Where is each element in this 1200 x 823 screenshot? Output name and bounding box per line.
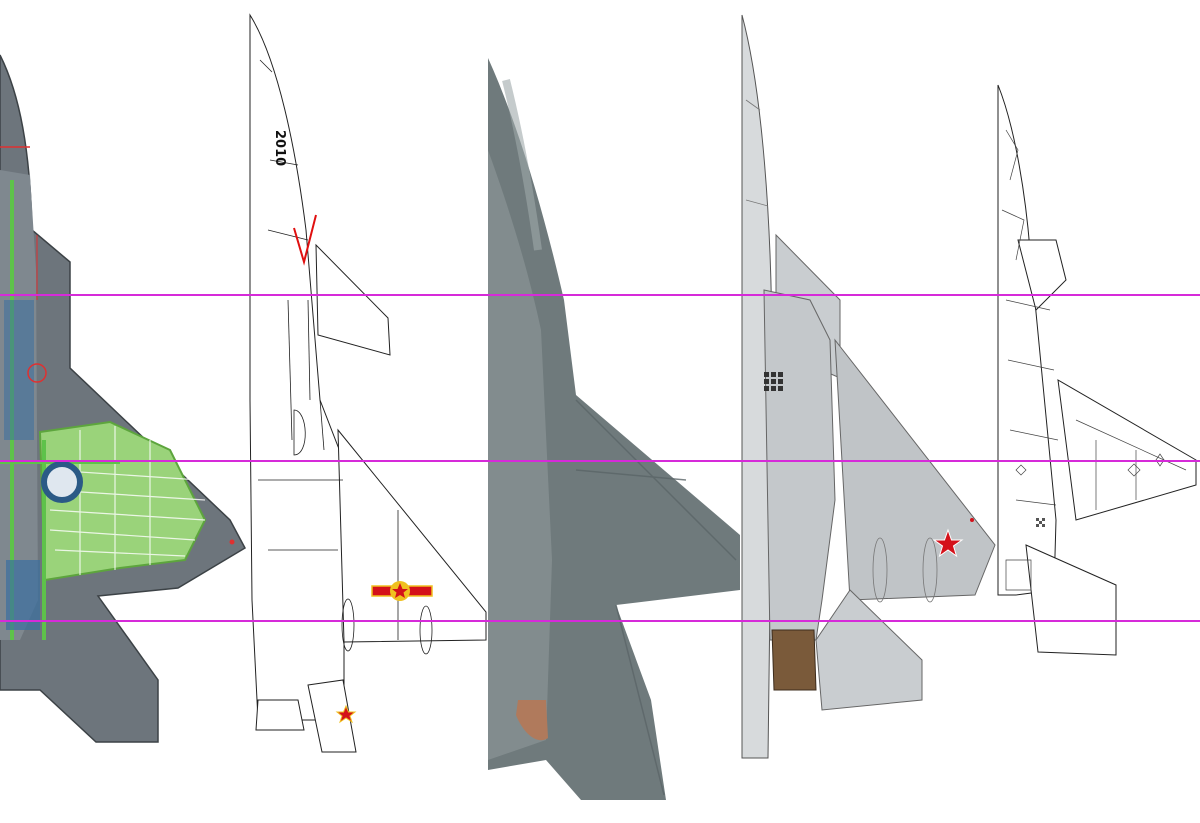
render-marker [970, 518, 974, 522]
panel-lines-panel [997, 84, 1197, 656]
guide-line-bottom [0, 620, 1200, 622]
render-main-wing [834, 338, 996, 601]
lineart-fuselage [249, 13, 345, 721]
lineart-canard [315, 243, 391, 356]
grey-render-panel [741, 14, 996, 759]
photo-nozzle [516, 700, 548, 741]
photo-panel [488, 58, 740, 800]
cutaway-fuel-tank [6, 560, 40, 630]
cutaway-panel [0, 54, 246, 743]
lineart-nozzle [255, 699, 305, 731]
cutaway-marker-dot [229, 539, 235, 545]
cutaway-intake-duct [4, 300, 34, 440]
lineart-fin-insignia [335, 704, 357, 724]
render-tail [815, 589, 923, 711]
guide-line-middle [0, 460, 1200, 462]
photo-fuselage-highlight [488, 150, 552, 760]
panel-lines-main-wing [1057, 379, 1197, 521]
cutaway-engine-fan [41, 461, 83, 503]
lineart-insignia [371, 581, 433, 601]
panel-lines-fuselage [997, 84, 1057, 596]
lineart-panel: 2010 [249, 13, 487, 753]
photo-airframe [488, 58, 740, 800]
guide-line-top [0, 294, 1200, 296]
panel-lines-tail [1025, 544, 1117, 656]
lineart-serial-number: 2010 [272, 130, 287, 166]
panel-lines-hatch [1036, 518, 1045, 527]
render-nozzle [771, 629, 817, 691]
render-intake-grid [764, 372, 783, 391]
render-body [763, 289, 836, 641]
lineart-ventral-fin [307, 679, 357, 753]
cutaway-reference-circle [27, 363, 47, 383]
lineart-red-chevron [293, 214, 317, 266]
render-red-star [932, 528, 964, 558]
photo-canopy-streak [502, 79, 542, 251]
panel-lines-canard [1017, 239, 1067, 311]
